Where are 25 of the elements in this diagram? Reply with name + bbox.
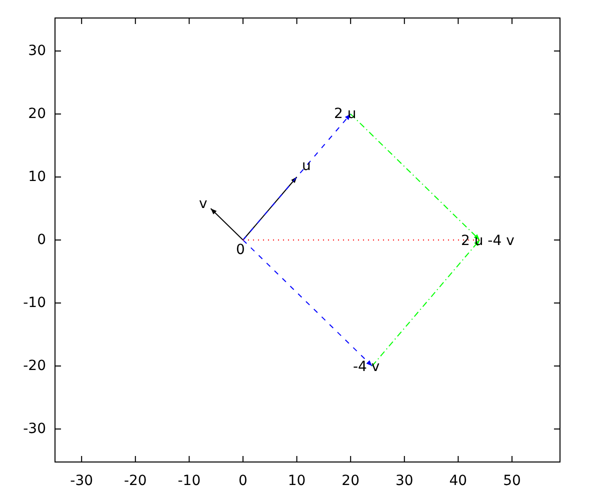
x-axis-tick-label: 30 — [394, 473, 414, 489]
x-axis-tick-label: 0 — [238, 473, 248, 489]
y-axis-tick-label: 20 — [28, 106, 46, 122]
arrow — [372, 240, 480, 366]
x-axis-tick-label: -20 — [122, 473, 148, 489]
x-axis-tick-label: -30 — [69, 473, 94, 489]
x-axis-tick-label: 10 — [286, 473, 307, 489]
point-label: -4 v — [353, 359, 380, 375]
y-axis-tick-label: 0 — [37, 232, 46, 248]
y-axis-tick-label: 10 — [28, 169, 46, 185]
y-axis-tick-label: 30 — [28, 43, 46, 59]
point-label: 0 — [236, 242, 245, 258]
x-axis-tick-label: 50 — [502, 473, 522, 489]
y-axis-tick-label: -20 — [23, 358, 46, 374]
point-label: v — [199, 196, 208, 212]
arrow — [242, 240, 373, 366]
arrow — [350, 114, 480, 240]
arrow — [210, 208, 244, 240]
arrow — [242, 114, 352, 240]
x-axis-tick-label: 40 — [448, 473, 468, 489]
y-axis-tick-label: -30 — [23, 421, 46, 437]
x-axis-tick-label: -10 — [176, 473, 202, 489]
y-axis-tick-label: -10 — [23, 295, 46, 311]
point-label: u — [302, 158, 311, 174]
x-axis-tick-label: 20 — [340, 473, 360, 489]
